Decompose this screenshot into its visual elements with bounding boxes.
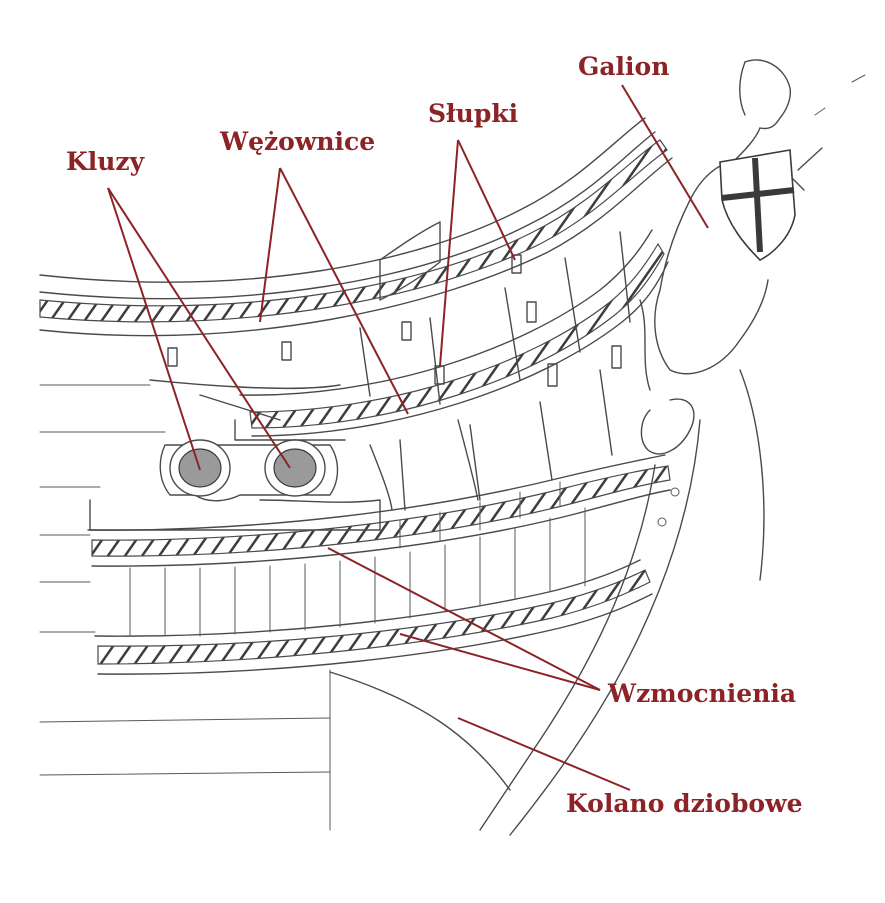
hull-planking (39, 384, 331, 831)
leader-slupki-1 (439, 139, 459, 367)
leader-slupki-2 (457, 139, 516, 261)
panel-lines (129, 481, 586, 637)
leader-kolano (457, 717, 631, 791)
figurehead (639, 59, 823, 455)
leader-galion (621, 84, 709, 229)
faint-lines (814, 74, 866, 116)
lower-rails (87, 454, 671, 675)
forecastle (149, 221, 441, 441)
middle-rail (239, 229, 669, 437)
hull-drawing (39, 59, 866, 836)
leader-wzmocnienia-2 (399, 633, 601, 691)
label-wezownice: Wężownice (219, 127, 375, 156)
leader-wezownice-1 (259, 167, 281, 323)
stem-knee (329, 369, 765, 836)
label-kluzy: Kluzy (66, 147, 146, 176)
leader-kluzy-2 (107, 187, 291, 469)
label-slupki: Słupki (428, 99, 518, 128)
upper-rail (39, 117, 673, 337)
leader-wezownice-2 (279, 167, 409, 415)
leader-lines (107, 84, 709, 791)
labels: Galion Słupki Wężownice Kluzy Wzmocnieni… (66, 52, 803, 818)
leader-wzmocnienia-1 (327, 547, 601, 691)
label-galion: Galion (578, 52, 669, 81)
label-kolano: Kolano dziobowe (566, 789, 803, 818)
label-wzmocnienia: Wzmocnienia (607, 679, 796, 708)
posts (167, 231, 631, 511)
leader-kluzy-1 (107, 187, 201, 471)
